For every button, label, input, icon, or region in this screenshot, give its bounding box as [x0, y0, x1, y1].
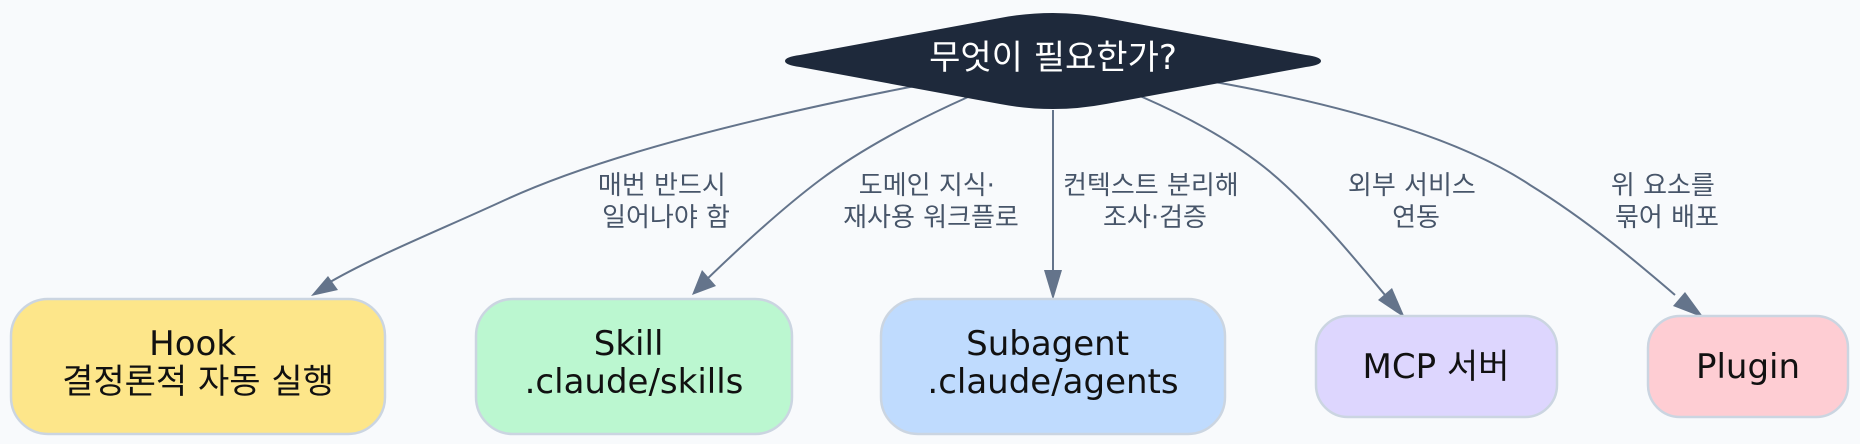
node-label-mcp: MCP 서버	[1363, 347, 1510, 387]
node-subagent: Subagent .claude/agents	[879, 297, 1227, 436]
edge-label-subagent: 컨텍스트 분리해 조사·검증	[1063, 171, 1247, 233]
edge-label-skill-line2: 재사용 워크플로	[843, 203, 1019, 233]
node-subtitle-skill: .claude/skills	[525, 362, 744, 402]
node-hook: Hook 결정론적 자동 실행	[9, 297, 387, 436]
edge-line-mcp	[1139, 95, 1386, 296]
decision-label: 무엇이 필요한가?	[929, 38, 1177, 78]
node-subtitle-hook: 결정론적 자동 실행	[62, 362, 334, 402]
node-title-skill: Skill	[594, 324, 664, 364]
edge-label-mcp: 외부 서비스 연동	[1348, 171, 1484, 233]
node-label-subagent: Subagent .claude/agents	[927, 324, 1178, 402]
node-label-plugin: Plugin	[1696, 347, 1800, 387]
edge-label-hook-line1: 매번 반드시	[598, 171, 726, 201]
edge-line-hook	[324, 85, 916, 286]
node-title-hook: Hook	[149, 324, 236, 364]
arrowhead-subagent	[1044, 270, 1062, 300]
arrowhead-skill	[692, 270, 716, 295]
edge-label-mcp-line1: 외부 서비스	[1348, 171, 1476, 201]
node-box-skill	[474, 297, 794, 436]
edge-label-mcp-line2: 연동	[1392, 203, 1440, 233]
edge-label-subagent-line1: 컨텍스트 분리해	[1063, 171, 1239, 201]
edge-to-plugin	[1214, 81, 1704, 318]
node-label-hook: Hook 결정론적 자동 실행	[62, 324, 334, 402]
node-title-subagent: Subagent	[966, 324, 1129, 364]
edge-line-plugin	[1214, 81, 1676, 296]
node-label-skill: Skill .claude/skills	[525, 324, 744, 402]
arrowhead-hook	[311, 276, 338, 296]
edge-line-skill	[703, 96, 969, 283]
edge-label-plugin: 위 요소를 묶어 배포	[1611, 171, 1723, 233]
edge-label-plugin-line1: 위 요소를	[1611, 171, 1715, 201]
arrowhead-mcp	[1378, 288, 1405, 318]
edge-label-hook: 매번 반드시 일어나야 함	[598, 171, 734, 233]
node-mcp: MCP 서버	[1314, 314, 1559, 419]
edge-label-plugin-line2: 묶어 배포	[1615, 203, 1719, 233]
edge-to-subagent	[1044, 110, 1062, 300]
arrowhead-plugin	[1673, 292, 1704, 318]
edge-label-skill-line1: 도메인 지식·	[859, 171, 995, 201]
edge-label-hook-line2: 일어나야 함	[602, 203, 730, 233]
node-subtitle-subagent: .claude/agents	[927, 362, 1178, 402]
edge-to-hook	[311, 85, 916, 296]
edge-label-skill: 도메인 지식· 재사용 워크플로	[843, 171, 1019, 233]
edge-to-mcp	[1139, 95, 1405, 318]
decision-node: 무엇이 필요한가?	[785, 13, 1321, 109]
node-box-hook	[9, 297, 387, 436]
node-box-subagent	[879, 297, 1227, 436]
node-skill: Skill .claude/skills	[474, 297, 794, 436]
edge-to-skill	[692, 96, 969, 295]
decision-diamond	[785, 13, 1321, 109]
node-box-mcp	[1314, 314, 1559, 419]
node-box-plugin	[1646, 314, 1850, 419]
node-plugin: Plugin	[1646, 314, 1850, 419]
edge-label-subagent-line2: 조사·검증	[1103, 203, 1207, 233]
